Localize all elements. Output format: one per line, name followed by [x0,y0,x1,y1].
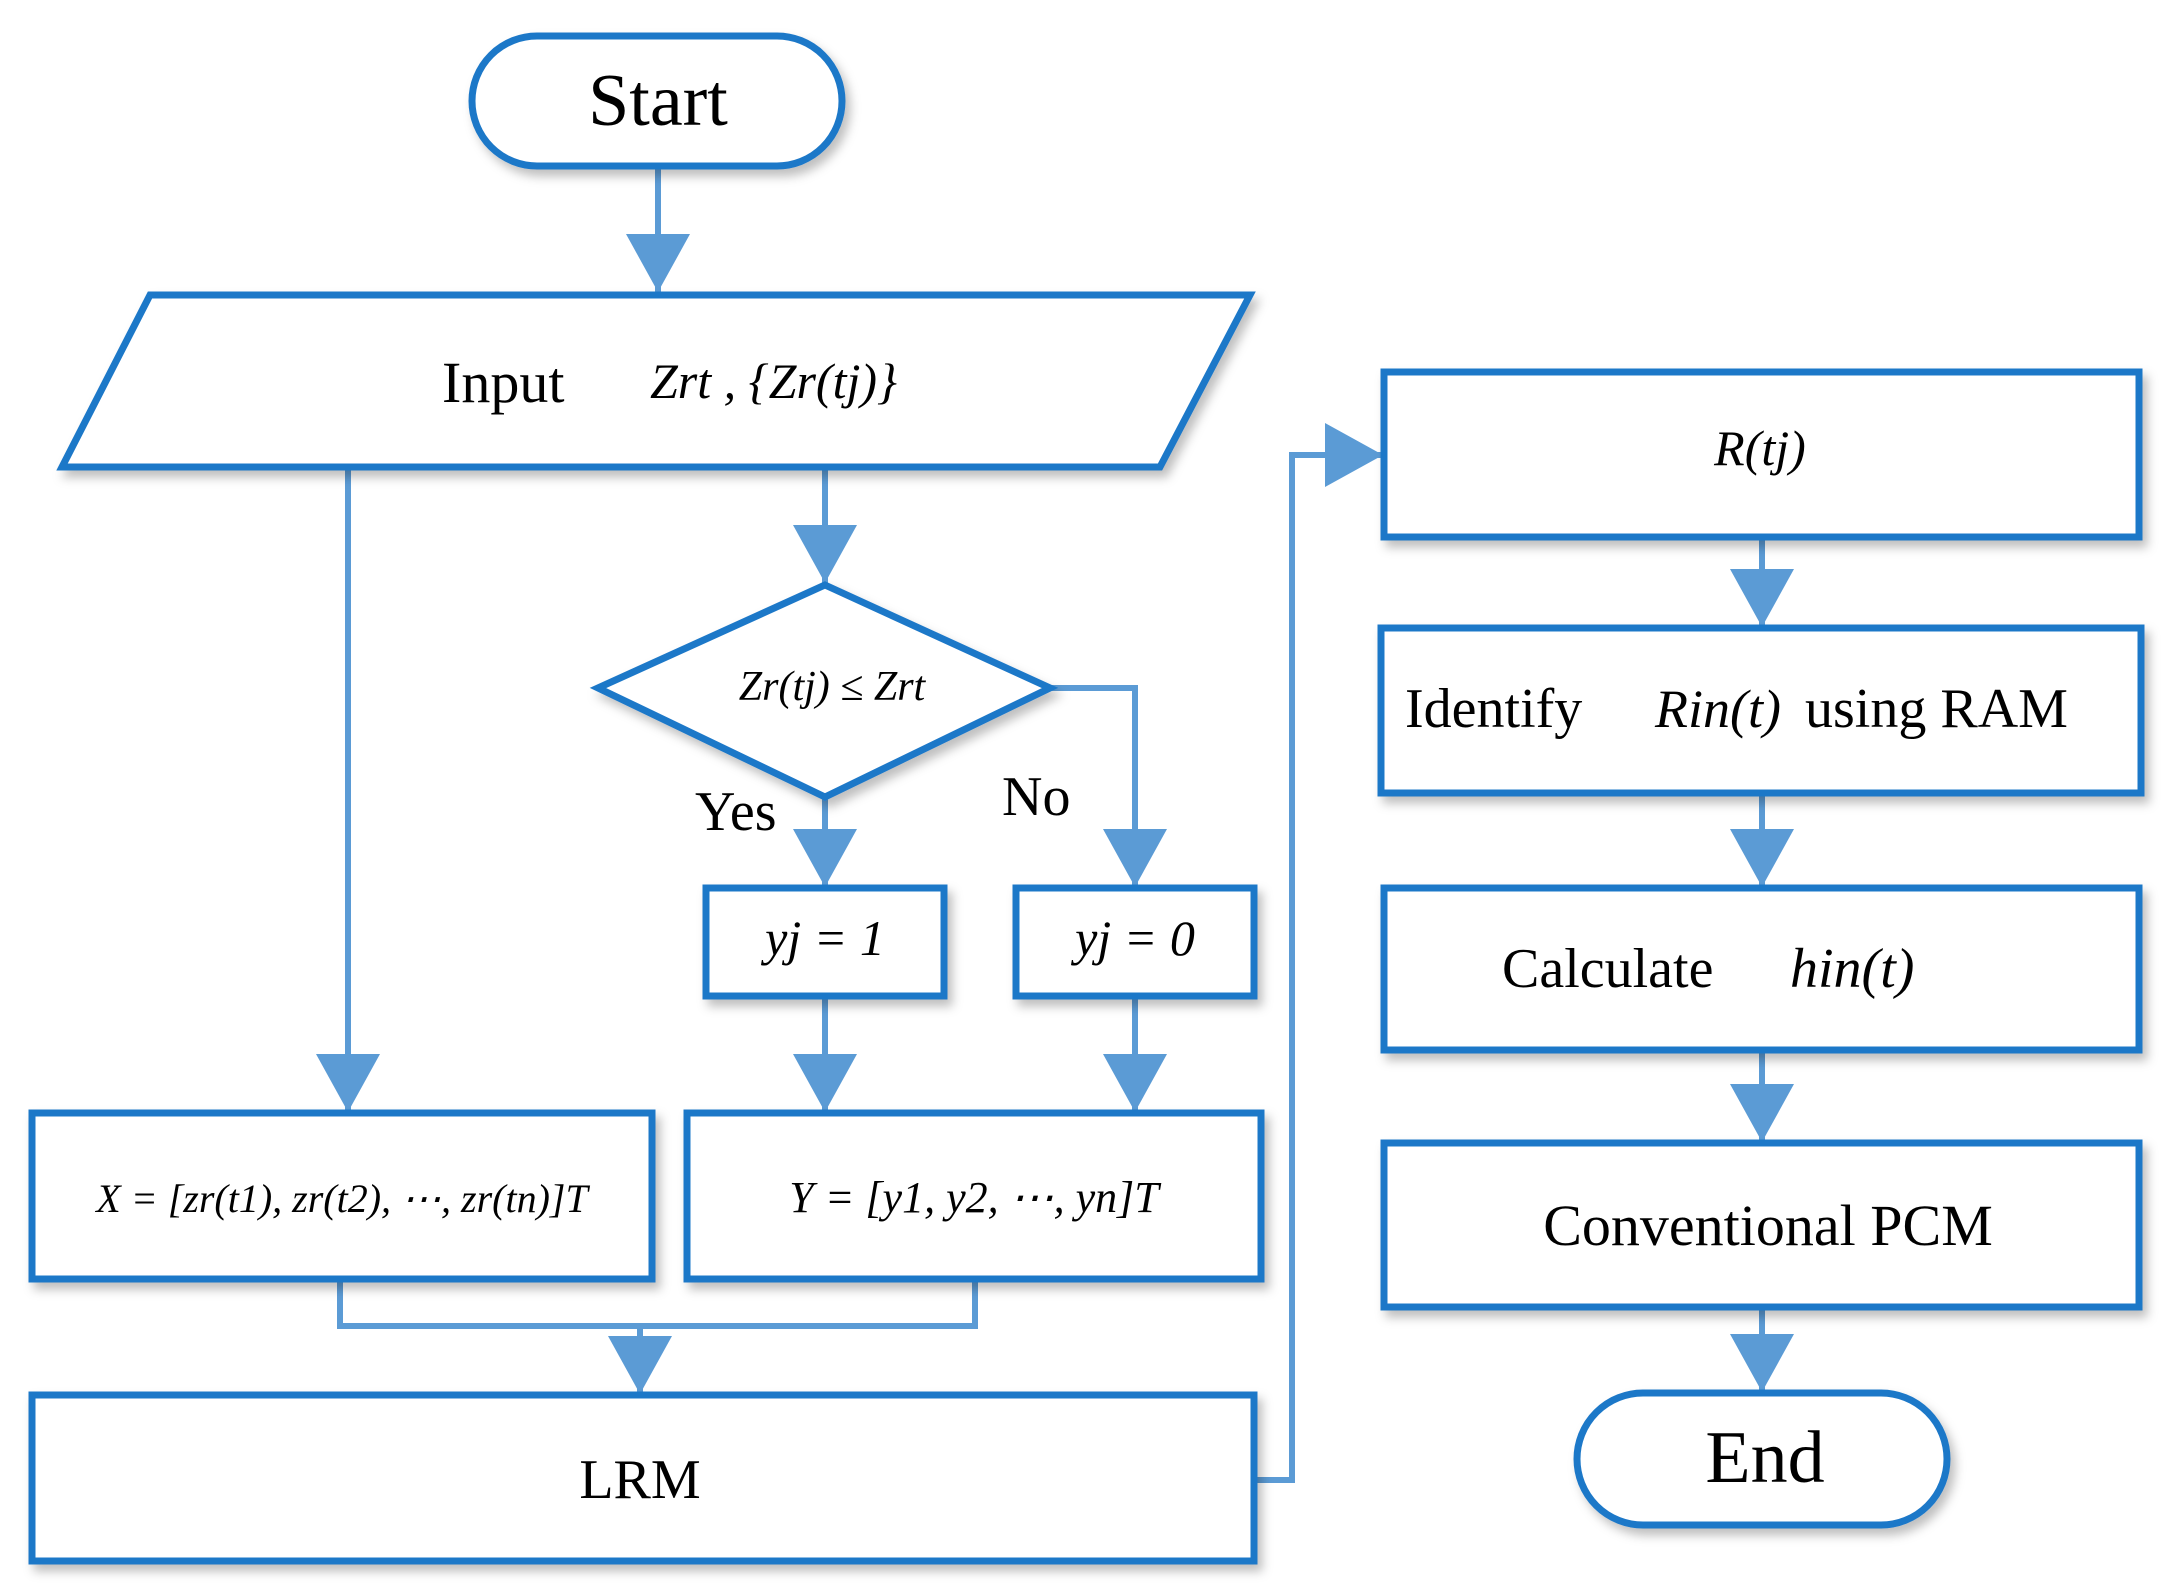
end-label: End [1705,1417,1824,1499]
y-one-box [702,884,948,1000]
shapes [28,32,2145,1565]
identify-label: Identify [1405,678,1582,740]
y-one-formula: yj = 1 [760,910,885,966]
labels: Start Input Zrt , {Zr(tj)} Zr(tj) ≤ Zrt … [94,60,2068,1511]
yes-label: Yes [695,781,776,843]
input-label: Input [442,350,564,415]
r-tj-box [1380,368,2143,541]
y-zero-formula: yj = 0 [1070,910,1195,966]
no-label: No [1002,766,1070,828]
identify-suffix: using RAM [1805,678,2068,740]
r-tj-formula: R(tj) [1713,420,1806,476]
decision-formula: Zr(tj) ≤ Zrt [739,664,927,710]
calculate-box [1380,884,2143,1054]
calculate-formula: hin(t) [1790,938,1914,1000]
x-vector-formula: X = [zr(t1), zr(t2), ⋯, zr(tn)]T [94,1176,590,1221]
identify-formula: Rin(t) [1654,679,1781,739]
y-vector-box [683,1109,1265,1283]
start-label: Start [588,60,728,142]
connectors [316,168,1794,1483]
identify-box [1377,624,2145,797]
x-vector-box [28,1109,656,1283]
start-terminal [468,32,846,170]
arrow-decision-no-to-y-zero [1050,685,1167,887]
arrow-lrm-to-r-tj [1255,423,1383,1483]
lrm-box [28,1391,1258,1565]
lrm-label: LRM [579,1449,700,1511]
end-terminal [1573,1389,1951,1529]
calculate-label: Calculate [1502,938,1713,1000]
line-x-y-merge [337,1280,978,1329]
input-parallelogram [56,291,1256,471]
y-vector-formula: Y = [y1, y2, ⋯, yn]T [789,1173,1162,1222]
pcm-label: Conventional PCM [1543,1193,1993,1258]
pcm-box [1380,1139,2143,1311]
input-formula: Zrt , {Zr(tj)} [650,353,897,409]
decision-diamond [589,581,1059,801]
y-zero-box [1012,884,1258,1000]
